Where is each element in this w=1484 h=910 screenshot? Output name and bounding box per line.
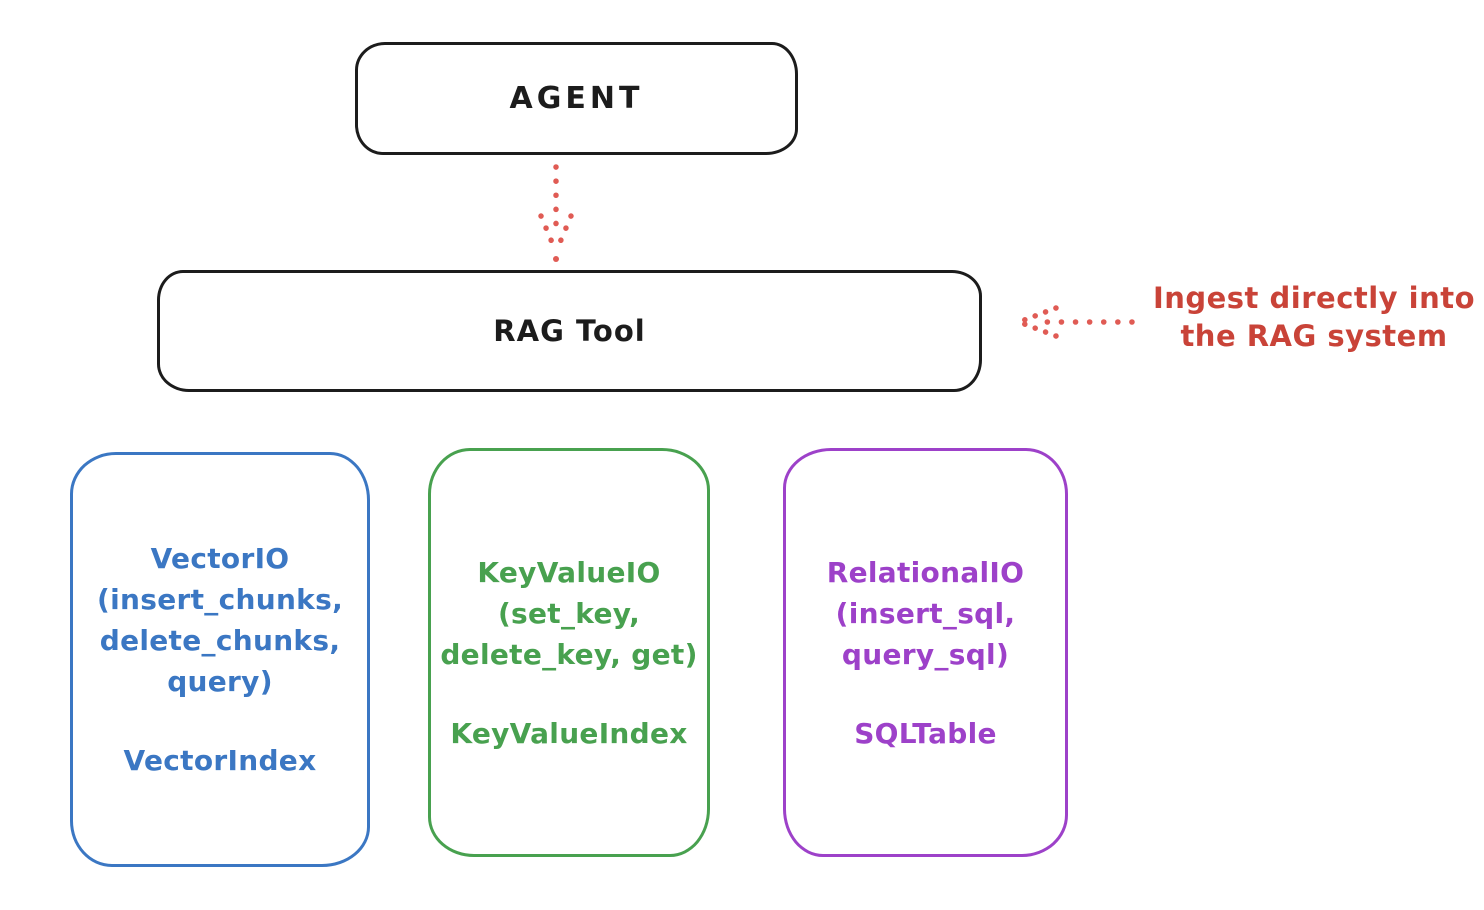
ingest-annotation-arrow-icon (1014, 303, 1138, 341)
relational-io-node: RelationalIO (insert_sql, query_sql) SQL… (783, 448, 1068, 857)
ingest-annotation-line2: the RAG system (1180, 319, 1448, 353)
relational-io-methods-line2: query_sql) (841, 637, 1010, 671)
keyvalue-io-title: KeyValueIO (477, 555, 661, 589)
agent-node: AGENT (355, 42, 798, 155)
ingest-annotation-line1: Ingest directly into (1152, 281, 1476, 315)
vector-io-methods-line1: (insert_chunks, (97, 583, 343, 616)
agent-node-label: AGENT (509, 81, 644, 116)
relational-io-title: RelationalIO (826, 555, 1025, 589)
agent-to-rag-arrow-icon (534, 162, 578, 264)
vector-index-label: VectorIndex (123, 744, 317, 777)
relational-io-methods-line1: (insert_sql, (835, 596, 1016, 630)
keyvalue-io-methods-line2: delete_key, get) (440, 637, 698, 671)
keyvalue-index-label: KeyValueIndex (450, 716, 688, 750)
keyvalue-io-node: KeyValueIO (set_key, delete_key, get) Ke… (428, 448, 710, 857)
keyvalue-io-methods-line1: (set_key, (497, 596, 641, 630)
vector-io-methods-line2: delete_chunks, (99, 624, 341, 657)
rag-tool-node-label: RAG Tool (493, 314, 646, 348)
rag-tool-node: RAG Tool (157, 270, 982, 392)
vector-io-title: VectorIO (150, 542, 290, 575)
sql-table-label: SQLTable (854, 716, 997, 750)
vector-io-node: VectorIO (insert_chunks, delete_chunks, … (70, 452, 370, 867)
ingest-annotation: Ingest directly into the RAG system (1140, 279, 1484, 355)
vector-io-methods-line3: query) (167, 665, 273, 698)
